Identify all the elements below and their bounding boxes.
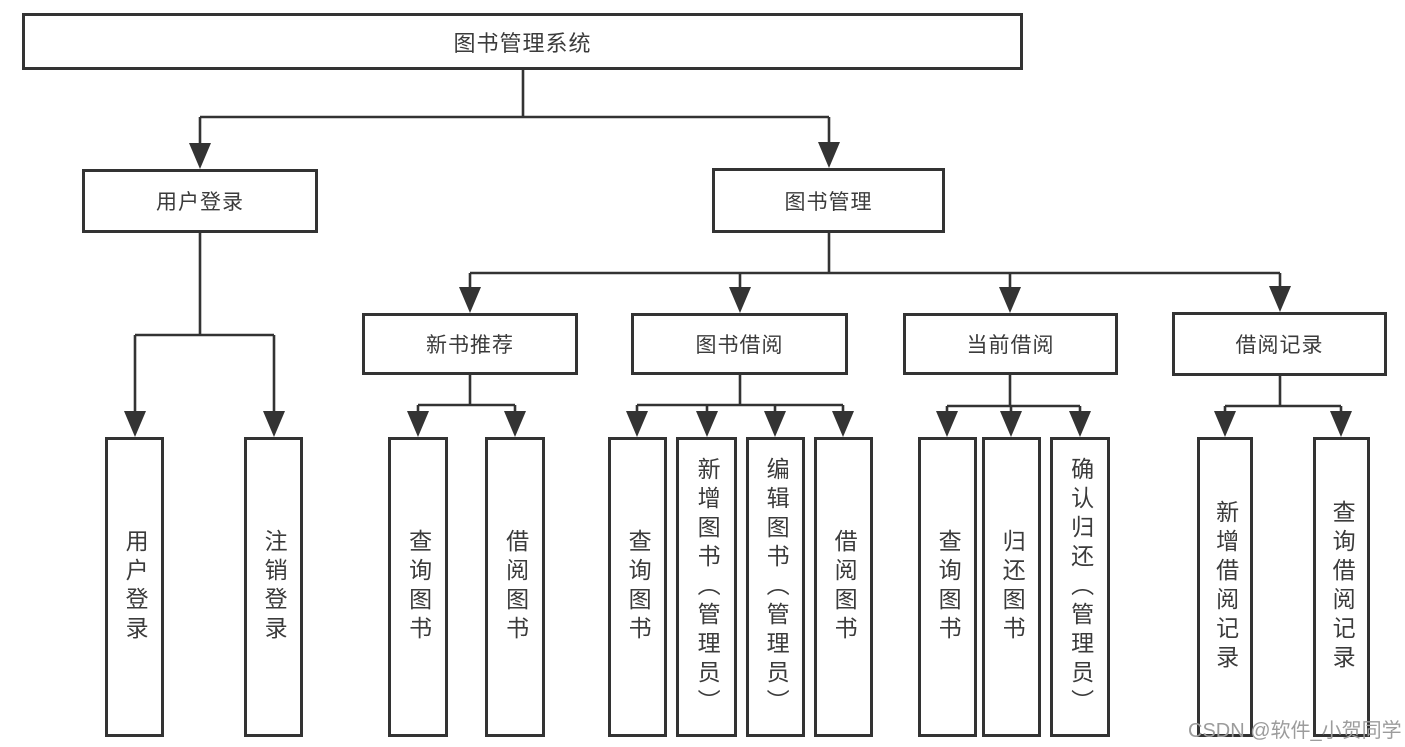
leaf-label: 用户登录 xyxy=(122,529,149,645)
node-label: 用户登录 xyxy=(156,191,244,214)
leaf-label: 查询借阅记录 xyxy=(1329,500,1356,674)
node-book-borrowing: 图书借阅 xyxy=(631,313,848,375)
leaf-return-book: 归还图书 xyxy=(982,437,1041,737)
leaf-add-book-admin: 新增图书（管理员） xyxy=(676,437,737,737)
leaf-query-books-borrow: 查询图书 xyxy=(608,437,667,737)
leaf-label: 注销登录 xyxy=(261,529,288,645)
leaf-label: 归还图书 xyxy=(999,529,1026,645)
node-label: 当前借阅 xyxy=(966,334,1055,357)
node-borrowing-records: 借阅记录 xyxy=(1172,312,1387,376)
leaf-label: 查询图书 xyxy=(625,529,652,645)
leaf-label: 编辑图书（管理员） xyxy=(763,456,790,718)
node-current-borrowing: 当前借阅 xyxy=(903,313,1118,375)
node-new-book-recommendation: 新书推荐 xyxy=(362,313,578,375)
leaf-label: 确认归还（管理员） xyxy=(1067,456,1094,718)
node-label: 借阅记录 xyxy=(1235,334,1324,357)
node-library-management-system: 图书管理系统 xyxy=(22,13,1023,70)
csdn-watermark: CSDN @软件_小贺同学 xyxy=(1188,720,1402,742)
leaf-label: 查询图书 xyxy=(405,529,432,645)
node-user-login: 用户登录 xyxy=(82,169,318,233)
node-label: 图书管理系统 xyxy=(453,30,592,56)
leaf-label: 新增借阅记录 xyxy=(1212,500,1239,674)
leaf-query-books-recommend: 查询图书 xyxy=(388,437,448,737)
leaf-borrow-books-recommend: 借阅图书 xyxy=(485,437,545,737)
leaf-label: 借阅图书 xyxy=(502,529,529,645)
leaf-label: 查询图书 xyxy=(935,529,962,645)
node-label: 新书推荐 xyxy=(426,334,514,357)
leaf-confirm-return-admin: 确认归还（管理员） xyxy=(1050,437,1110,737)
leaf-borrow-books: 借阅图书 xyxy=(814,437,873,737)
leaf-logout: 注销登录 xyxy=(244,437,303,737)
leaf-edit-book-admin: 编辑图书（管理员） xyxy=(746,437,805,737)
leaf-add-borrow-record: 新增借阅记录 xyxy=(1197,437,1253,737)
leaf-label: 新增图书（管理员） xyxy=(694,456,721,718)
node-label: 图书借阅 xyxy=(695,334,784,357)
leaf-query-borrow-record: 查询借阅记录 xyxy=(1313,437,1370,737)
leaf-query-books-current: 查询图书 xyxy=(918,437,977,737)
leaf-label: 借阅图书 xyxy=(831,529,858,645)
node-book-management: 图书管理 xyxy=(712,168,945,233)
node-label: 图书管理 xyxy=(784,190,873,214)
leaf-user-login: 用户登录 xyxy=(105,437,164,737)
